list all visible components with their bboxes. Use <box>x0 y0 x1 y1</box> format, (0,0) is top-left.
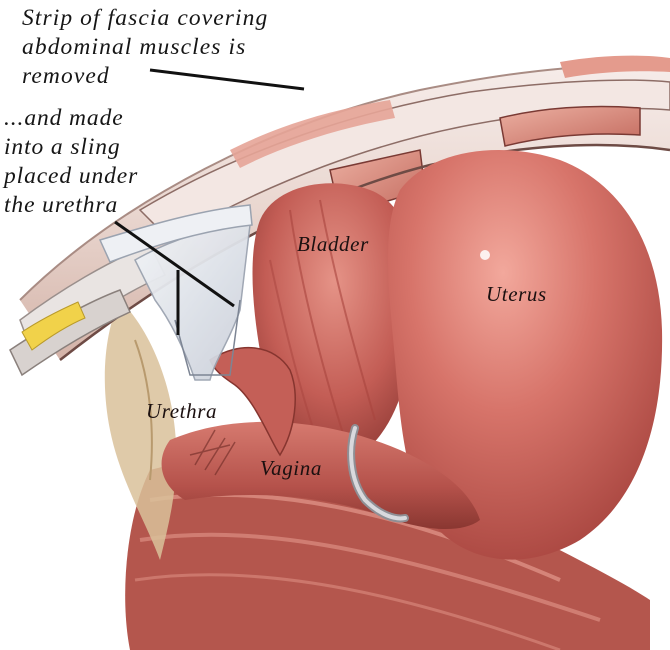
label-fascia-line-3: removed <box>22 62 268 91</box>
label-bladder: Bladder <box>297 232 369 257</box>
label-fascia-line-1: Strip of fascia covering <box>22 4 268 33</box>
label-sling-line-4: the urethra <box>4 191 138 220</box>
label-urethra: Urethra <box>146 399 217 424</box>
label-vagina: Vagina <box>260 456 322 481</box>
label-fascia-strip: Strip of fascia covering abdominal muscl… <box>22 4 268 91</box>
label-sling-line-1: ...and made <box>4 104 138 133</box>
label-fascia-line-2: abdominal muscles is <box>22 33 268 62</box>
label-sling: ...and made into a sling placed under th… <box>4 104 138 220</box>
label-sling-line-3: placed under <box>4 162 138 191</box>
label-sling-line-2: into a sling <box>4 133 138 162</box>
label-uterus: Uterus <box>486 282 547 307</box>
